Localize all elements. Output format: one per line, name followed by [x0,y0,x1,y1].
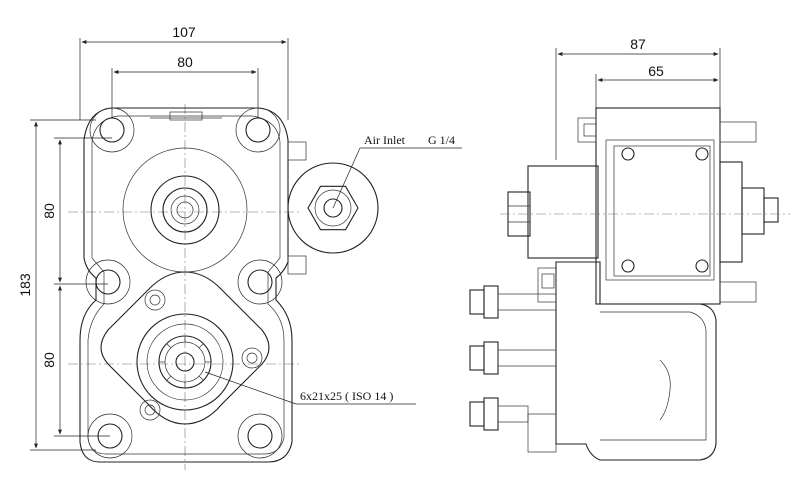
air-inlet-leader [332,147,361,209]
middle-left-bolt-hole [95,269,121,295]
lower-housing-side [555,261,717,461]
air-inlet-hex-nut [307,185,359,231]
right-shaft-end [763,197,779,223]
lower-diamond-flange [100,271,270,425]
upper-cover-inner [613,145,711,277]
right-flange-side [719,161,743,263]
top-left-nut-face [583,123,597,137]
bottom-right-boss [237,413,283,459]
flange-bolt-lower-left-inner [144,404,156,416]
inlet-tab-top [287,141,307,161]
flange-bolt-lower-left [139,399,161,421]
upper-bore-inner [170,195,200,225]
lower-bottom-nut [527,413,557,453]
output-seal-ring [146,323,224,401]
upper-housing-side [595,107,721,305]
housing-inner-outline [87,115,285,455]
inlet-body-side [527,165,599,259]
air-inlet-port [323,198,343,218]
cover-screw-bottom-right [695,259,709,273]
flange-bolt-upper-left [144,289,166,311]
dim-side-depth-overall: 87 [630,36,646,52]
dim-front-lower-spacing: 80 [41,352,57,368]
lower-top-nut-face [541,273,555,289]
middle-left-boss [85,259,131,305]
shaft-spec-leader [204,371,297,405]
cover-screw-top-right [695,147,709,161]
upper-bore-center [176,201,194,219]
stud-middle [469,341,557,375]
middle-right-bolt-hole [247,269,273,295]
stud-top [469,285,557,319]
top-left-nut [577,117,597,143]
dim-front-height-overall: 183 [17,273,33,297]
lower-housing-contour [600,311,707,441]
front-view: 107 80 183 80 80 Air Inlet G 1/4 6x21x25… [17,24,462,470]
bottom-right-bolt-hole [247,423,273,449]
side-view: 87 65 [469,36,790,461]
upper-right-bolt-hole [245,117,271,143]
right-shaft-collar [741,187,765,235]
dim-front-width-overall: 107 [172,24,196,40]
housing-outline [79,107,293,463]
right-bottom-bolt [719,281,757,303]
middle-right-boss [237,259,283,305]
air-inlet-ring [314,189,352,227]
inlet-tab-bottom [287,255,307,275]
dim-front-hole-spacing: 80 [177,54,193,70]
spline-teeth [159,336,211,388]
air-inlet-thread: G 1/4 [428,133,455,147]
air-inlet-flange [287,162,379,254]
upper-bore-outer [150,175,220,245]
right-top-bolt [719,121,757,143]
flange-bolt-right-inner [246,352,258,364]
cover-screw-bottom-left [621,259,635,273]
spline-shaft-center [175,352,195,372]
top-tab [169,111,203,121]
flange-bolt-right [241,347,263,369]
dim-front-upper-spacing: 80 [41,203,57,219]
stud-bottom [469,397,529,431]
dim-side-depth-partial: 65 [648,63,664,79]
upper-left-bolt-hole [99,117,125,143]
flange-bolt-upper-left-inner [149,294,161,306]
upper-bore-ring [162,187,208,233]
lower-housing-bulge [659,359,671,421]
upper-cover-plate [605,139,715,281]
cover-screw-top-left [621,147,635,161]
air-inlet-label: Air Inlet [364,133,406,147]
lower-top-nut [537,267,557,303]
shaft-spec-label: 6x21x25 ( ISO 14 ) [300,389,393,403]
output-housing [136,313,234,411]
